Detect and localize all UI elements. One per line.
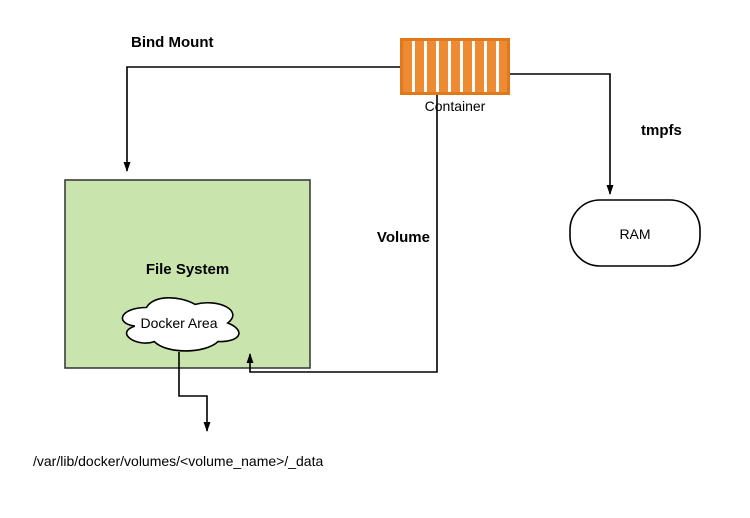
container-label: Container bbox=[424, 98, 486, 114]
file-system-label: File System bbox=[145, 261, 230, 278]
container-icon bbox=[400, 38, 510, 95]
ram-label: RAM bbox=[619, 226, 651, 242]
bind-mount-label: Bind Mount bbox=[131, 34, 214, 51]
bind-mount-arrow bbox=[123, 66, 400, 172]
tmpfs-label: tmpfs bbox=[641, 122, 682, 139]
volume-arrow bbox=[246, 95, 438, 373]
volume-path-label: /var/lib/docker/volumes/<volume_name>/_d… bbox=[33, 453, 324, 469]
docker-area-cloud bbox=[121, 297, 240, 352]
docker-area-path-arrow bbox=[178, 352, 211, 432]
volume-label: Volume bbox=[376, 229, 430, 246]
tmpfs-arrow bbox=[510, 73, 614, 195]
ram-shape bbox=[569, 199, 701, 267]
docker-area-label: Docker Area bbox=[140, 315, 218, 331]
